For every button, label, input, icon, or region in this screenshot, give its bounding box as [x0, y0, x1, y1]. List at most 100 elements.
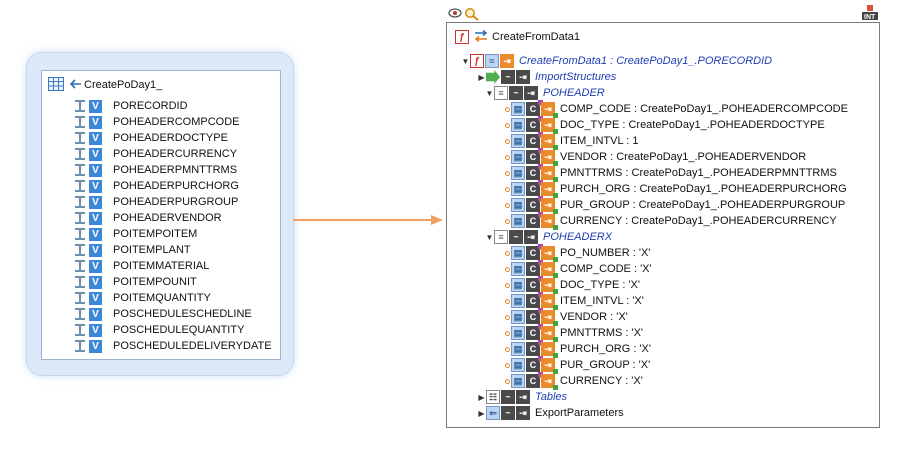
tree-leaf-field[interactable]: ▤C⇥PURCH_ORG : 'X' [505, 340, 651, 358]
value-badge: V [89, 275, 102, 289]
mapping-icon: ~ [509, 86, 523, 100]
source-structure-header: CreatePoDay1_ [48, 76, 163, 93]
value-badge: V [89, 131, 102, 145]
expand-toggle-icon[interactable]: ▶ [478, 392, 485, 402]
field-marker-icon [505, 266, 510, 272]
tree-leaf-field[interactable]: ▤C⇥ITEM_INTVL : 1 [505, 132, 638, 150]
tree-leaf-field[interactable]: ▤C⇥PUR_GROUP : CreatePoDay1_.POHEADERPUR… [505, 196, 845, 214]
field-marker-icon [505, 314, 510, 320]
field-icon: ▤ [511, 198, 525, 212]
tree-node-export-parameters[interactable]: ▶ ⇐ ~ ⇥ ExportParameters [477, 405, 624, 421]
source-field-label: POITEMPLANT [113, 244, 191, 256]
structure-icon: ≈ [485, 54, 499, 68]
tree-leaf-field[interactable]: ▤C⇥VENDOR : CreatePoDay1_.POHEADERVENDOR [505, 148, 806, 166]
tree-leaf-field[interactable]: ▤C⇥CURRENCY : 'X' [505, 372, 643, 390]
tree-leaf-field[interactable]: ▤C⇥PMNTTRMS : 'X' [505, 324, 643, 342]
field-column-icon [73, 147, 87, 161]
expand-toggle-icon[interactable]: ▼ [485, 88, 494, 98]
constant-icon: C [526, 164, 543, 180]
source-field-label: POHEADERPMNTTRMS [113, 164, 238, 176]
export-icon: ⇥ [541, 134, 558, 150]
value-badge: V [89, 147, 102, 161]
source-field-label: POSCHEDULEDELIVERYDATE [113, 340, 272, 352]
constant-icon: C [526, 340, 543, 356]
source-field-label: POHEADERDOCTYPE [113, 132, 228, 144]
tree-leaf-label: VENDOR : 'X' [560, 311, 628, 323]
tree-node-tables[interactable]: ▶ ☷ ~ ⇥ Tables [477, 389, 567, 405]
tree-leaf-field[interactable]: ▤C⇥PO_NUMBER : 'X' [505, 244, 651, 262]
constant-icon: C [526, 276, 543, 292]
value-badge: V [89, 99, 102, 113]
field-icon: ▤ [511, 118, 525, 132]
tree-leaf-label: PO_NUMBER : 'X' [560, 247, 651, 259]
tree-leaf-field[interactable]: ▤C⇥DOC_TYPE : 'X' [505, 276, 640, 294]
search-icon[interactable] [464, 7, 480, 24]
value-badge: V [89, 211, 102, 225]
tree-leaf-field[interactable]: ▤C⇥PUR_GROUP : 'X' [505, 356, 651, 374]
eye-icon[interactable] [448, 7, 462, 24]
export-icon: ⇥ [516, 406, 530, 420]
tree-leaf-field[interactable]: ▤C⇥DOC_TYPE : CreatePoDay1_.POHEADERDOCT… [505, 116, 825, 134]
field-icon: ▤ [511, 182, 525, 196]
field-column-icon [73, 179, 87, 193]
tree-node-poheader[interactable]: ▼ ≡ ~ ⇥ POHEADER [485, 85, 605, 101]
tree-leaf-label: DOC_TYPE : 'X' [560, 279, 640, 291]
field-marker-icon [505, 218, 510, 224]
tree-leaf-label: COMP_CODE : CreatePoDay1_.POHEADERCOMPCO… [560, 103, 848, 115]
tree-leaf-label: CURRENCY : 'X' [560, 375, 643, 387]
tree-leaf-field[interactable]: ▤C⇥COMP_CODE : CreatePoDay1_.POHEADERCOM… [505, 100, 848, 118]
tree-leaf-field[interactable]: ▤C⇥PMNTTRMS : CreatePoDay1_.POHEADERPMNT… [505, 164, 837, 182]
tree-leaf-field[interactable]: ▤C⇥PURCH_ORG : CreatePoDay1_.POHEADERPUR… [505, 180, 847, 198]
field-icon: ▤ [511, 358, 525, 372]
constant-icon: C [526, 308, 543, 324]
export-icon: ⇥ [541, 102, 558, 118]
field-marker-icon [505, 122, 510, 128]
field-icon: ▤ [511, 134, 525, 148]
int-component-icon[interactable]: INT [861, 5, 879, 24]
tree-leaf-field[interactable]: ▤C⇥COMP_CODE : 'X' [505, 260, 652, 278]
function-icon: ƒ [470, 54, 484, 68]
tree-node-import-structures[interactable]: ▶ ~ ⇥ ImportStructures [477, 69, 616, 85]
source-field-label: POSCHEDULEQUANTITY [113, 324, 245, 336]
field-column-icon [73, 195, 87, 209]
tree-leaf-label: PUR_GROUP : 'X' [560, 359, 651, 371]
tree-node-poheaderx[interactable]: ▼ ≡ ~ ⇥ POHEADERX [485, 229, 612, 245]
mapping-icon: ~ [501, 406, 515, 420]
table-icon: ☷ [486, 390, 500, 404]
expand-toggle-icon[interactable]: ▶ [478, 72, 485, 82]
expand-toggle-icon[interactable]: ▶ [478, 408, 485, 418]
source-structure-title: CreatePoDay1_ [84, 79, 163, 91]
tree-leaf-label: PURCH_ORG : CreatePoDay1_.POHEADERPURCHO… [560, 183, 847, 195]
expand-toggle-icon[interactable]: ▼ [461, 56, 470, 66]
mapping-icon: ~ [501, 70, 515, 84]
tree-leaf-field[interactable]: ▤C⇥CURRENCY : CreatePoDay1_.POHEADERCURR… [505, 212, 837, 230]
tree-node-root[interactable]: ▼ ƒ ≈ ⇥ CreateFromData1 : CreatePoDay1_.… [461, 53, 772, 69]
export-icon: ⇥ [541, 182, 558, 198]
tree-leaf-field[interactable]: ▤C⇥ITEM_INTVL : 'X' [505, 292, 644, 310]
value-badge: V [89, 179, 102, 193]
source-field-row[interactable]: V POHEADERDOCTYPE [73, 130, 272, 146]
tree-node-label: CreateFromData1 : CreatePoDay1_.PORECORD… [519, 55, 773, 67]
field-column-icon [73, 115, 87, 129]
mapping-icon: ~ [509, 230, 523, 244]
export-icon: ⇥ [524, 230, 538, 244]
tree-leaf-field[interactable]: ▤C⇥VENDOR : 'X' [505, 308, 628, 326]
export-icon: ⇥ [541, 118, 558, 134]
tree-node-label: Tables [535, 391, 568, 403]
expand-toggle-icon[interactable]: ▼ [485, 232, 494, 242]
